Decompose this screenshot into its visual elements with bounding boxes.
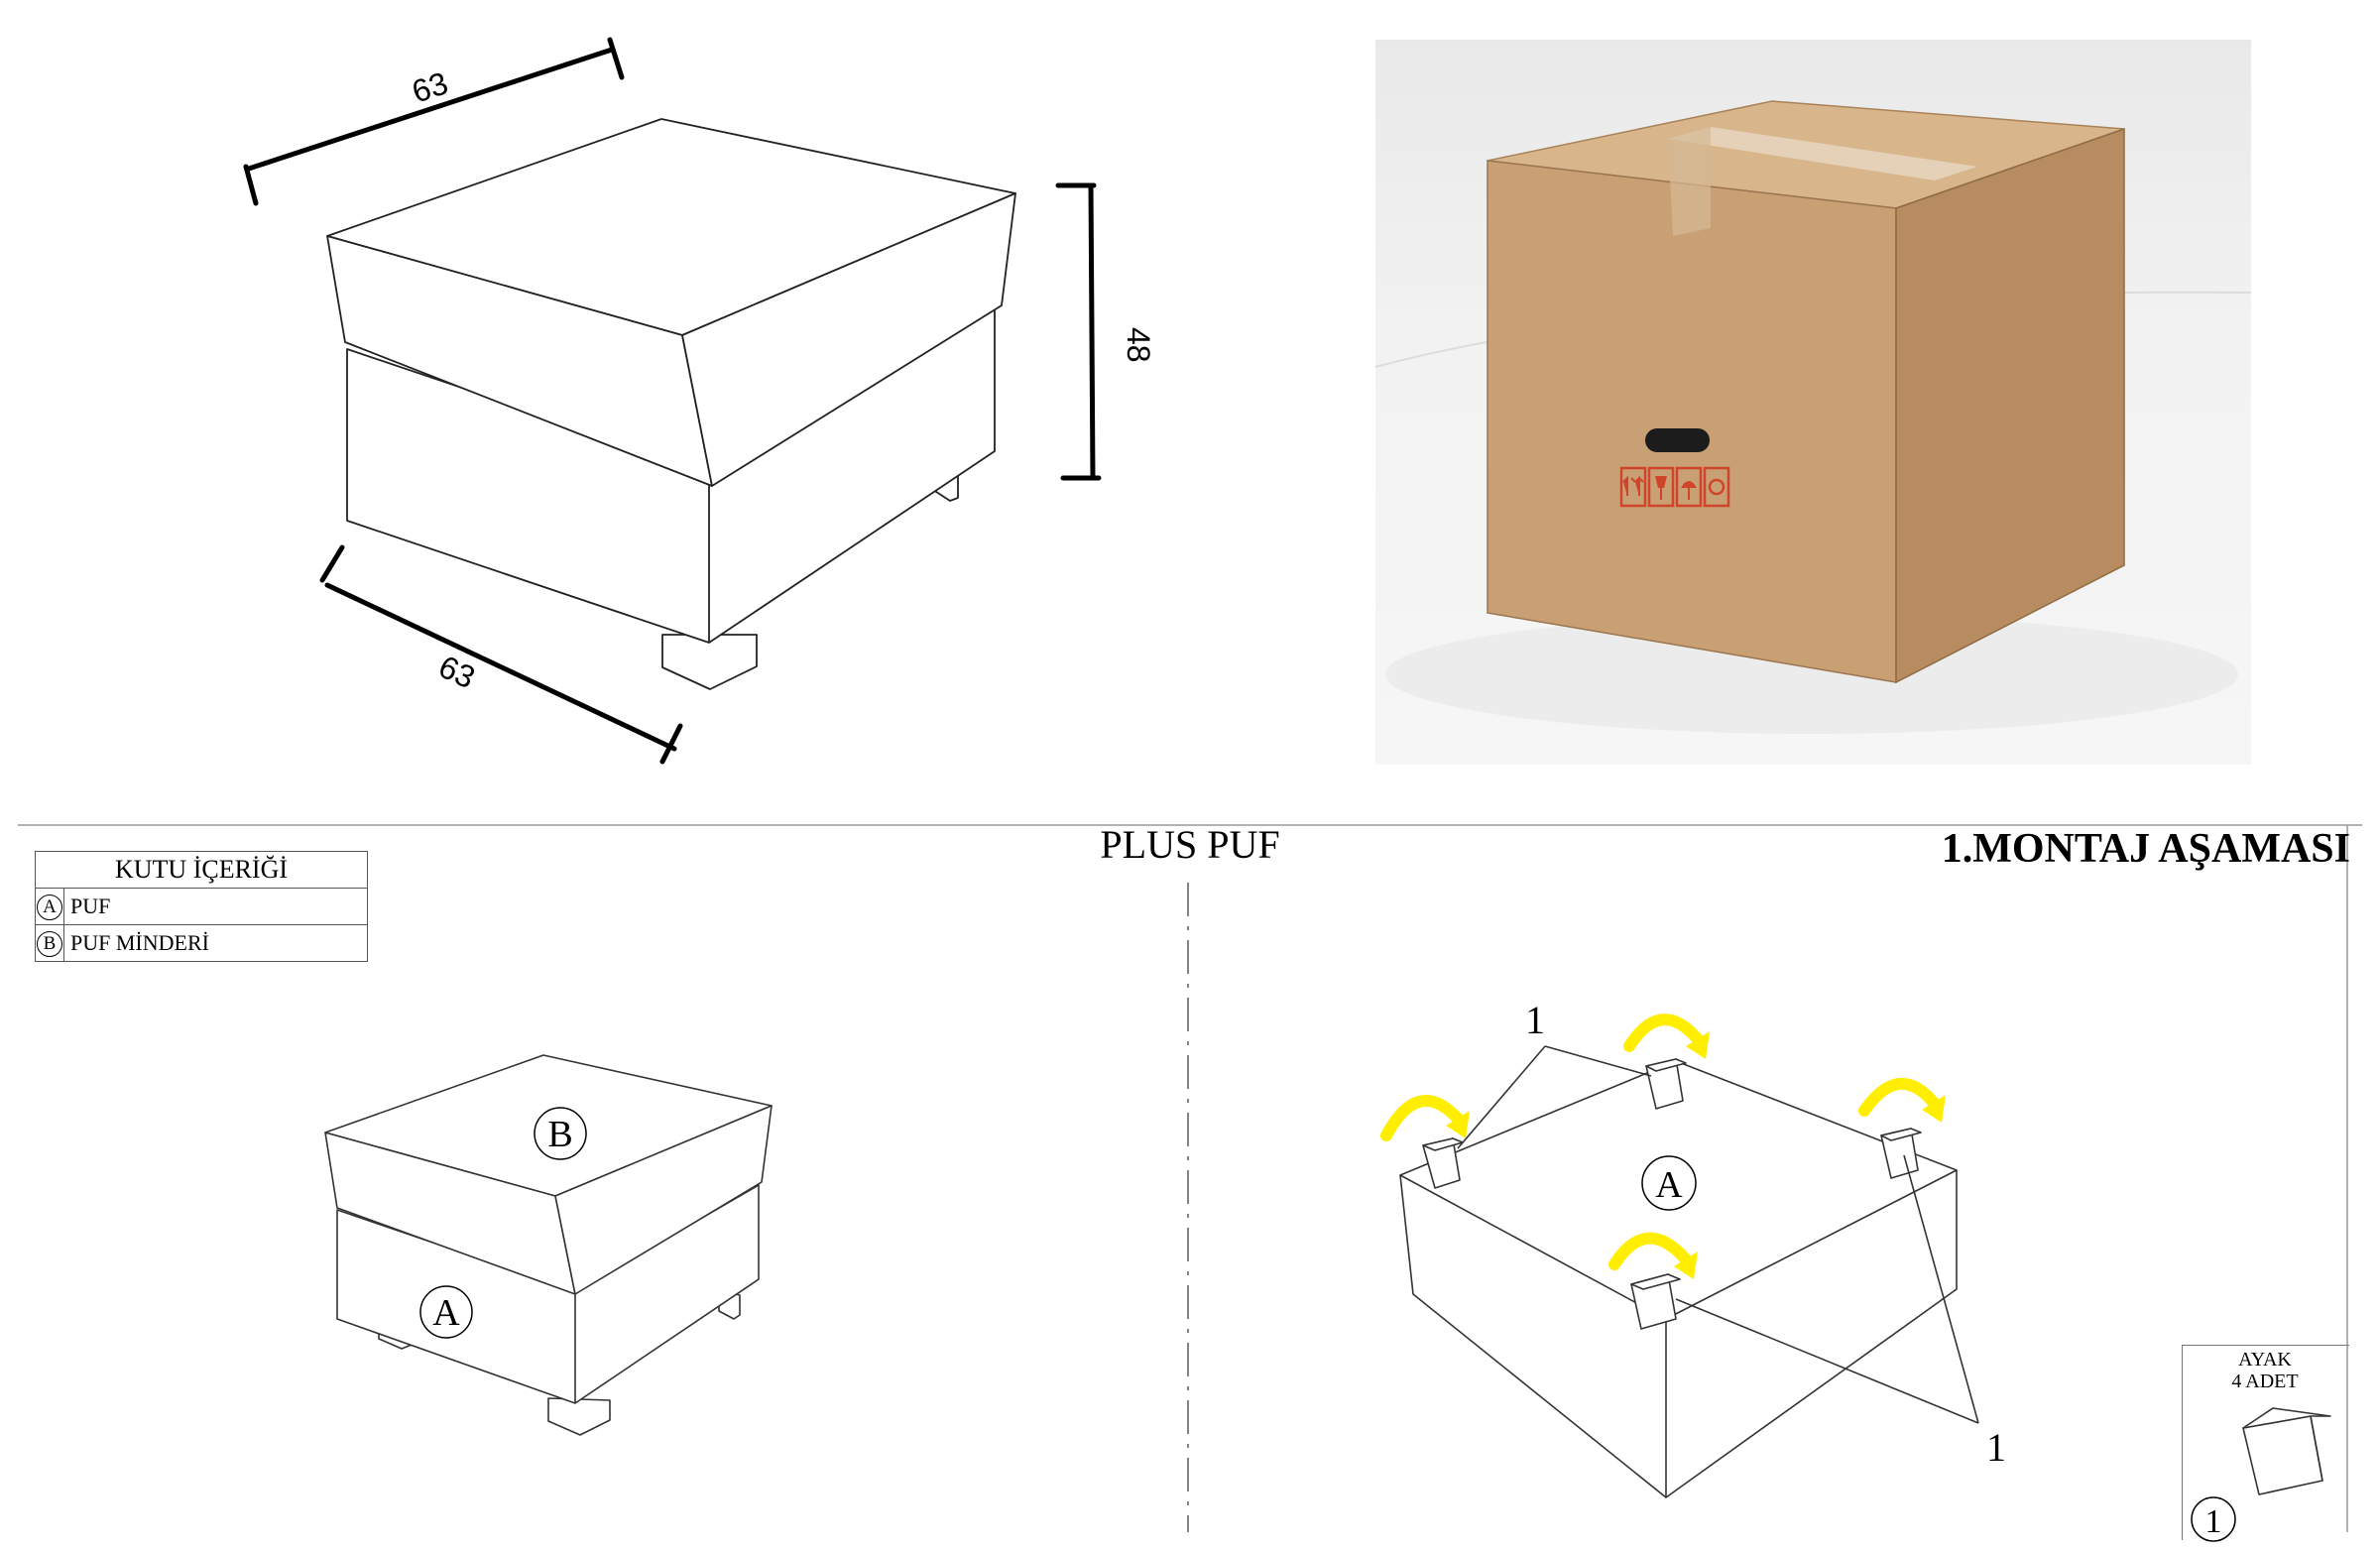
dimension-line-front [324, 582, 677, 752]
up-arrows-icon [1619, 466, 1647, 508]
part-letter-badge: B [37, 931, 62, 957]
legend-number-badge [2191, 1496, 2236, 1542]
puf-leg [661, 634, 758, 690]
part-b-label: B [547, 1114, 572, 1155]
dimension-label-height: 48 [1121, 327, 1156, 363]
table-row: B PUF MİNDERİ [35, 924, 368, 962]
recycle-icon [1703, 466, 1730, 508]
umbrella-icon [1675, 466, 1703, 508]
rotate-arrow-icon [1380, 1095, 1464, 1141]
assembly-leg [1645, 1058, 1687, 1110]
puf-leg [547, 1397, 611, 1436]
legend-title: AYAK [2238, 1349, 2292, 1371]
dimension-tick [319, 544, 345, 583]
puf-cushion-side [681, 192, 1016, 487]
table-row: A PUF [35, 888, 368, 925]
assembly-step-title: 1.MONTAJ AŞAMASI [1941, 826, 2350, 872]
puf-cushion-side [554, 1105, 773, 1295]
packing-tape-flap [1668, 127, 1711, 236]
part-b-badge [534, 1107, 587, 1160]
packing-tape [1668, 127, 1977, 180]
dimension-tick [659, 723, 683, 765]
assembly-leg [1422, 1137, 1464, 1189]
legend-number: 1 [2205, 1503, 2222, 1540]
dimensioned-puf-drawing: 63 48 63 [243, 37, 1156, 765]
contents-table-header: KUTU İÇERİĞİ [35, 851, 368, 889]
part-name: PUF MİNDERİ [63, 924, 368, 962]
box-photo [1375, 40, 2251, 765]
callout-line [1903, 1154, 1979, 1424]
leg-legend-box [2182, 1345, 2349, 1540]
part-a-badge [1641, 1155, 1697, 1211]
dimension-line-top [246, 47, 615, 172]
dimension-tick [607, 37, 625, 80]
product-title: PLUS PUF [1100, 822, 1280, 867]
callout-line [1457, 1045, 1546, 1149]
part-letter-badge: A [37, 895, 62, 920]
fragile-glass-icon [1647, 466, 1675, 508]
callout-line [1544, 1045, 1652, 1077]
box-side [1895, 127, 2125, 684]
part-a-label: A [432, 1292, 460, 1334]
box-contents-table: KUTU İÇERİĞİ A PUF B PUF MİNDERİ [35, 851, 368, 962]
cardboard-box-illustration [1375, 100, 2251, 734]
callout-number-top: 1 [1525, 998, 1545, 1042]
legend-text: AYAK 4 ADET [2182, 1349, 2348, 1392]
part-a-badge [419, 1285, 473, 1339]
part-a-label: A [1655, 1164, 1683, 1206]
assembly-leg [1630, 1273, 1681, 1330]
callout-line [1675, 1298, 1979, 1424]
box-handle-hole [1645, 428, 1710, 452]
assembly-leg [1880, 1128, 1922, 1179]
dimension-line-height [1088, 182, 1096, 481]
rotate-arrow-icon [1858, 1077, 1940, 1117]
puf-parts-drawing: B A [324, 1054, 773, 1436]
floor-shadow [1385, 615, 2238, 734]
dimension-tick [243, 164, 259, 206]
rotate-arrow-icon [1623, 1014, 1704, 1052]
rotate-arrow-icon [1608, 1232, 1692, 1270]
legend-quantity: 4 ADET [2231, 1371, 2299, 1392]
callout-number-bottom: 1 [1986, 1425, 2006, 1470]
